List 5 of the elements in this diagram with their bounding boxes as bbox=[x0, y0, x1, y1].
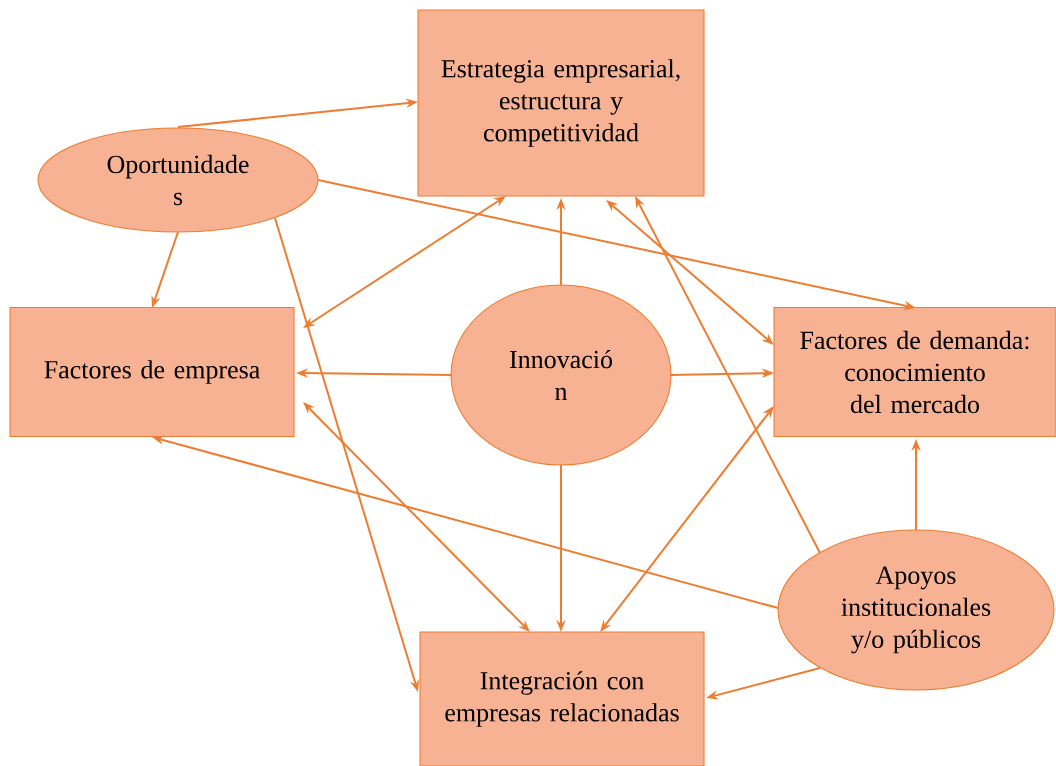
process-box: Integración con empresas relacionadas bbox=[419, 631, 705, 766]
arrow bbox=[303, 402, 530, 632]
process-box: Factores de demanda: conocimiento del mercado bbox=[773, 306, 1056, 438]
process-box: Estrategia empresarial, estructura y competitividad bbox=[417, 9, 705, 197]
process-box: Factores de empresa bbox=[9, 306, 295, 438]
